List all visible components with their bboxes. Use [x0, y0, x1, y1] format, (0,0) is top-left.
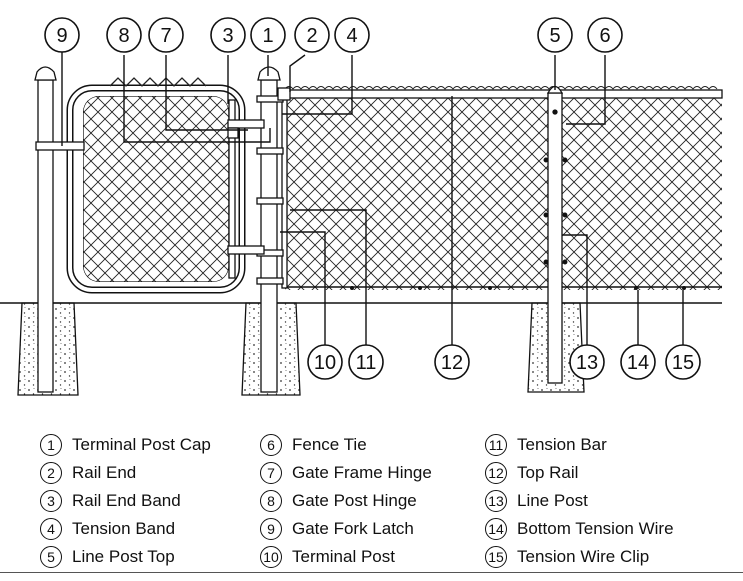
bottom-divider: [0, 572, 743, 573]
legend-label: Tension Band: [72, 519, 176, 538]
legend-number: 4: [40, 518, 62, 540]
legend-number: 6: [260, 434, 282, 456]
legend-number: 15: [485, 546, 507, 568]
legend-item-7: 7 Gate Frame Hinge: [260, 460, 432, 486]
callout-14: 14: [627, 352, 649, 374]
chain-link-fabric: [284, 86, 722, 290]
callout-13: 13: [576, 352, 598, 374]
callout-5: 5: [549, 25, 560, 47]
legend-label: Terminal Post: [292, 547, 395, 566]
callout-8: 8: [118, 25, 129, 47]
legend-item-2: 2 Rail End: [40, 460, 136, 486]
callout-10: 10: [314, 352, 336, 374]
callout-12: 12: [441, 352, 463, 374]
callouts: [44, 17, 701, 380]
top-rail: [283, 89, 723, 99]
callout-7: 7: [160, 25, 171, 47]
legend-label: Gate Post Hinge: [292, 491, 417, 510]
legend-label: Rail End: [72, 463, 137, 482]
legend-item-4: 4 Tension Band: [40, 516, 175, 542]
legend-item-13: 13 Line Post: [485, 488, 588, 514]
legend-item-15: 15 Tension Wire Clip: [485, 544, 649, 570]
callout-15: 15: [672, 352, 694, 374]
legend-number: 8: [260, 490, 282, 512]
legend-item-11: 11 Tension Bar: [485, 432, 607, 458]
legend-label: Fence Tie: [292, 435, 367, 454]
legend-item-3: 3 Rail End Band: [40, 488, 181, 514]
callout-2: 2: [306, 25, 317, 47]
legend-label: Line Post: [517, 491, 588, 510]
legend-number: 1: [40, 434, 62, 456]
bottom-tension-wire: [285, 286, 722, 290]
legend-item-5: 5 Line Post Top: [40, 544, 175, 570]
terminal-post: [256, 66, 291, 393]
legend-item-9: 9 Gate Fork Latch: [260, 516, 414, 542]
legend-label: Terminal Post Cap: [72, 435, 211, 454]
legend-label: Gate Fork Latch: [292, 519, 414, 538]
callout-3: 3: [222, 25, 233, 47]
legend-number: 10: [260, 546, 282, 568]
legend-number: 12: [485, 462, 507, 484]
legend-item-6: 6 Fence Tie: [260, 432, 367, 458]
legend-number: 9: [260, 518, 282, 540]
gate: [35, 77, 265, 294]
legend-number: 3: [40, 490, 62, 512]
legend-number: 11: [485, 434, 507, 456]
legend-number: 14: [485, 518, 507, 540]
legend-label: Line Post Top: [72, 547, 175, 566]
legend-item-14: 14 Bottom Tension Wire: [485, 516, 674, 542]
parts-legend: 1 Terminal Post Cap 2 Rail End 3 Rail En…: [0, 430, 743, 570]
line-post: [543, 85, 568, 384]
legend-label: Rail End Band: [72, 491, 181, 510]
legend-label: Gate Frame Hinge: [292, 463, 432, 482]
callout-labels: 9 8 7 3 1 2 4 5 6 10 11 12 13 14 15: [56, 25, 694, 374]
legend-item-8: 8 Gate Post Hinge: [260, 488, 417, 514]
callout-1: 1: [262, 25, 273, 47]
callout-6: 6: [599, 25, 610, 47]
legend-number: 13: [485, 490, 507, 512]
legend-label: Tension Bar: [517, 435, 607, 454]
legend-number: 5: [40, 546, 62, 568]
legend-item-10: 10 Terminal Post: [260, 544, 395, 570]
gate-post: [34, 66, 57, 393]
legend-number: 2: [40, 462, 62, 484]
callout-11: 11: [356, 352, 377, 374]
concrete-footings: [17, 302, 585, 396]
leader-lines: [61, 50, 684, 345]
legend-label: Bottom Tension Wire: [517, 519, 674, 538]
legend-item-1: 1 Terminal Post Cap: [40, 432, 211, 458]
callout-9: 9: [56, 25, 67, 47]
legend-label: Top Rail: [517, 463, 579, 482]
callout-4: 4: [346, 25, 357, 47]
legend-number: 7: [260, 462, 282, 484]
legend-item-12: 12 Top Rail: [485, 460, 578, 486]
legend-label: Tension Wire Clip: [517, 547, 650, 566]
